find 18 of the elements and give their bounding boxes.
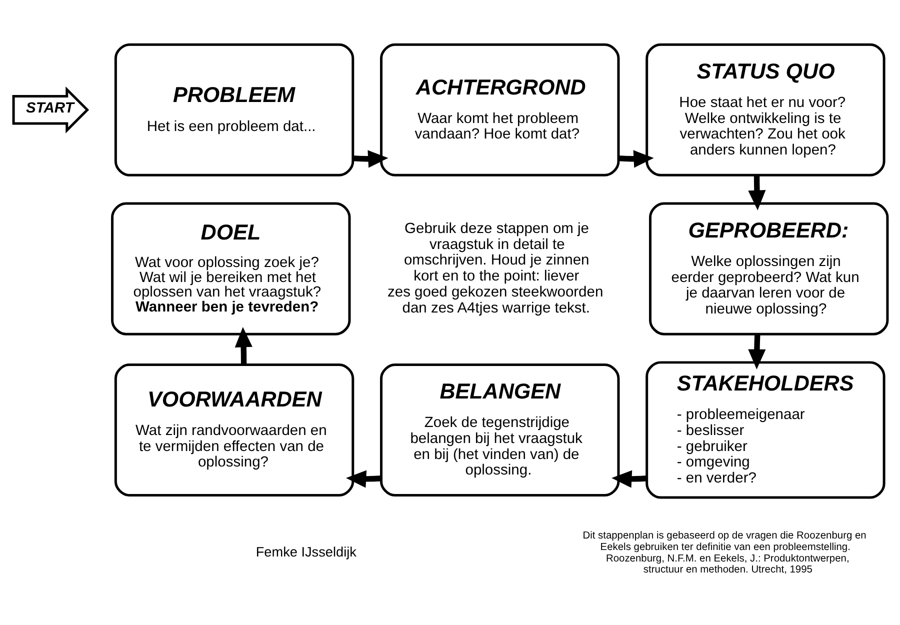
node-box: STAKEHOLDERS - probleemeigenaar - beslisser - gebruiker - omgeving - en verder? [645,361,885,499]
arrow [611,470,646,488]
arrow [748,334,766,370]
node-box: ACHTERGROND Waar komt het probleem vandaan? Hoe komt dat? [380,43,620,176]
label: Dit stappenplan is gebaseerd op de vragen die Roozenburg en Eekels gebruiken ter definitie van een probleemstelling. Roozenburg, N.F.M. en Eekels, J.: Produktontwerpen, structuur en methoden. Utrecht, 1995 [582,530,866,576]
label: Femke IJsseldijk [255,544,356,560]
node-box: VOORWAARDEN Wat zijn randvoorwaarden en te vermijden effecten van de oplossing? [114,363,354,496]
arrow [346,470,381,488]
node-box: DOEL Wat voor oplossing zoek je? Wat wil je bereiken met het oplossen van het vraagstuk? Wanneer ben je tevreden? [110,202,350,336]
node-box: STATUS QUO Hoe staat het er nu voor? Welke ontwikkeling is te verwachten? Zou het ook anders kunnen lopen? [645,43,885,176]
arrow [618,150,654,168]
node-box: PROBLEEM Het is een probleem dat... [114,43,354,176]
arrow [352,150,388,168]
node-box: GEPROBEERD: Welke oplossingen zijn eerder geprobeerd? Wat kun je daarvan leren voor de nieuwe oplossing? [648,202,888,336]
node-box: BELANGEN Zoek de tegenstrijdige belangen bij het vraagstuk en bij (het vinden van) de oplossing. [380,363,620,496]
arrow [748,175,766,210]
label: Gebruik deze stappen om je vraagstuk in detail te omschrijven. Houd je zinnen kort en to the point: liever zes goed gekozen steekwoorden dan zes A4tjes warrige tekst. [387,220,603,316]
arrow [234,327,252,364]
